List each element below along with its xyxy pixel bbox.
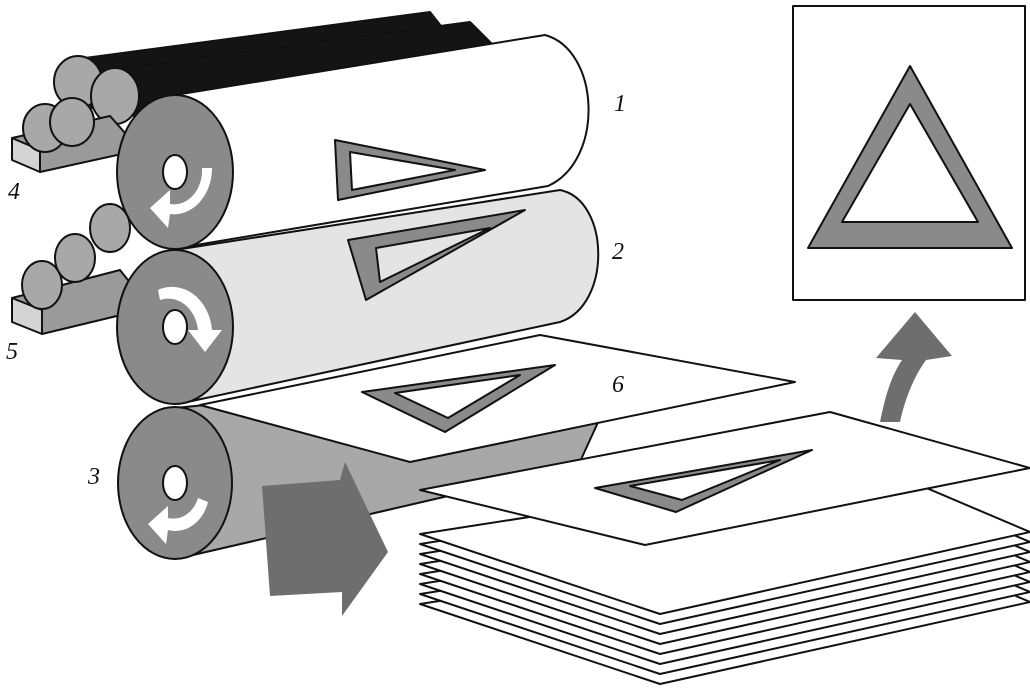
label-cylinder-2: 2 [612, 240, 624, 264]
label-cylinder-3: 3 [88, 465, 100, 489]
label-sheet: 6 [612, 373, 624, 397]
printed-result-inset [793, 6, 1025, 300]
output-direction-arrow-icon [876, 312, 952, 422]
label-ink-tray: 4 [8, 180, 20, 204]
label-cylinder-1: 1 [614, 92, 626, 116]
label-water-tray: 5 [6, 340, 18, 364]
